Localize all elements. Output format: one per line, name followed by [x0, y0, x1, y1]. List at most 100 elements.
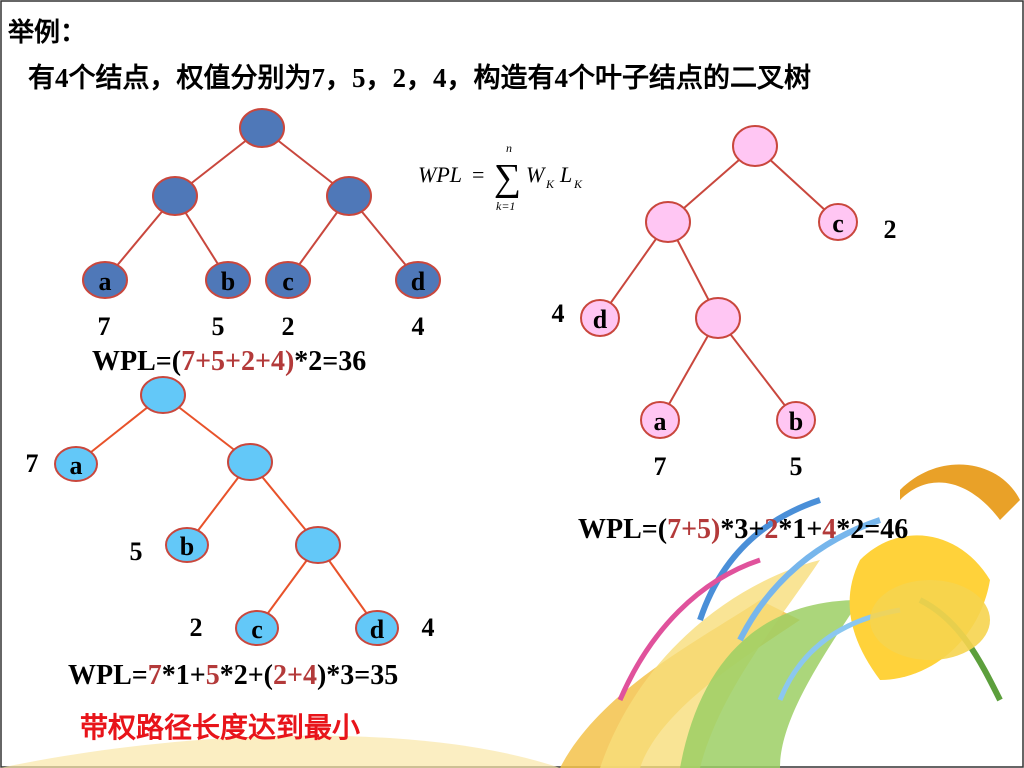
wpl-weight: 5	[205, 660, 220, 691]
wpl-text: *1+	[161, 660, 206, 691]
tree1-leaf-node	[395, 261, 441, 299]
wpl-operator: +	[681, 514, 698, 545]
tree2-leaf-node	[580, 299, 620, 337]
wpl-weight: 7	[181, 346, 196, 377]
subtitle-part: ，构造有	[446, 63, 555, 94]
wpl-text: *3=35	[326, 660, 399, 691]
formula-l-sub: K	[573, 177, 583, 191]
tree2-leaf-label: d	[593, 305, 608, 334]
subtitle-number: 4	[554, 63, 569, 93]
tree3-leaf-node	[355, 610, 399, 646]
tree2-leaf-label: b	[789, 407, 803, 436]
subtitle-part: 个结点，权值分别为	[68, 63, 312, 94]
wpl-weight: 2	[272, 660, 287, 691]
tree2-weight: 7	[654, 452, 667, 481]
wpl-text: *2+(	[219, 660, 273, 691]
formula-sum-bottom: k=1	[496, 199, 515, 213]
wpl-text: )	[316, 660, 327, 691]
wpl-weight: 5	[211, 346, 226, 377]
tree3-leaf-node	[54, 446, 98, 482]
formula-equals: =	[472, 162, 484, 187]
wpl-weight: 4	[302, 660, 317, 691]
subtitle-number: 7，5，2，4	[311, 63, 447, 93]
tree2-internal-node	[695, 297, 741, 339]
wpl-text: *2=46	[836, 514, 909, 545]
tree2-internal-node	[645, 201, 691, 243]
formula-lhs: WPL	[418, 162, 462, 187]
tree2-leaf-label: a	[654, 407, 667, 436]
wpl-operator: +	[286, 660, 303, 691]
tree3-weight: 7	[26, 449, 39, 478]
tree1-weight: 5	[212, 312, 225, 341]
tree3-leaf-node	[235, 610, 279, 646]
tree1-internal-node	[152, 176, 198, 216]
wpl-text: *2=36	[294, 346, 367, 377]
tree1-weight: 2	[282, 312, 295, 341]
wpl-weight: 7	[667, 514, 682, 545]
subtitle: 有4个结点，权值分别为7，5，2，4，构造有4个叶子结点的二叉树	[28, 56, 811, 95]
subtitle-number: 4	[55, 63, 69, 93]
tree2-wpl: WPL=(7+5)*3+2*1+4*2=46	[578, 514, 908, 546]
subtitle-part: 有	[28, 63, 55, 94]
tree3-root-node	[140, 376, 186, 414]
tree3-weight: 5	[130, 537, 143, 566]
subtitle-part: 个叶子结点的二叉树	[568, 63, 811, 94]
tree1-leaf-label: b	[221, 267, 235, 296]
tree3-leaf-label: d	[370, 615, 385, 644]
tree2-weight: 2	[884, 215, 897, 244]
wpl-text: *3+	[720, 514, 765, 545]
formula-sum-top: n	[506, 141, 512, 155]
tree1-wpl: WPL=(7+5+2+4)*2=36	[92, 346, 366, 378]
wpl-operator: )	[284, 346, 295, 377]
formula-w-sub: K	[545, 177, 555, 191]
tree1-leaf-node	[205, 261, 251, 299]
wpl-operator: +	[195, 346, 212, 377]
tree1-leaf-node	[265, 261, 311, 299]
tree1-root-node	[239, 108, 285, 148]
tree3-leaf-node	[165, 527, 209, 563]
wpl-operator: +	[225, 346, 241, 377]
heading: 举例：	[8, 18, 87, 48]
tree1-leaf-label: d	[411, 267, 426, 296]
formula-sum-symbol: ∑	[494, 157, 521, 199]
tree2-weight: 4	[552, 299, 565, 328]
wpl-weight: 7	[147, 660, 162, 691]
tree3-internal-node	[227, 443, 273, 481]
tree1-weight: 7	[98, 312, 111, 341]
tree2-leaf-node	[776, 401, 816, 439]
tree3-leaf-label: c	[251, 615, 263, 644]
wpl-text: *1+	[778, 514, 823, 545]
flower-decoration	[0, 464, 1020, 768]
tree1-weight: 4	[412, 312, 425, 341]
tree1-leaf-label: a	[99, 267, 112, 296]
wpl-weight: 2	[764, 514, 779, 545]
tree3-internal-node	[295, 526, 341, 564]
tree1-leaf-label: c	[282, 267, 294, 296]
wpl-weight: 4	[270, 346, 285, 377]
tree3-leaf-label: a	[70, 451, 83, 480]
formula-l: L	[559, 162, 572, 187]
tree3-weight: 4	[422, 613, 435, 642]
tree2-leaf-node	[818, 203, 858, 241]
tree3-leaf-label: b	[180, 532, 194, 561]
wpl-formula: WPL = ∑ n k=1 W K L K	[418, 141, 583, 213]
tree3-weight: 2	[190, 613, 203, 642]
conclusion-text: 带权路径长度达到最小	[80, 711, 361, 744]
wpl-text: WPL=	[68, 660, 148, 691]
wpl-text: WPL=(	[578, 514, 668, 545]
formula-w: W	[526, 162, 546, 187]
tree1-internal-node	[326, 176, 372, 216]
tree1-leaf-node	[82, 261, 128, 299]
wpl-weight: 2	[241, 346, 255, 377]
wpl-operator: +	[255, 346, 271, 377]
tree2-weight: 5	[790, 452, 803, 481]
wpl-weight: 5	[697, 514, 712, 545]
wpl-text: WPL=(	[92, 346, 182, 377]
tree2-root-node	[732, 125, 778, 167]
tree2-leaf-label: c	[832, 209, 844, 238]
